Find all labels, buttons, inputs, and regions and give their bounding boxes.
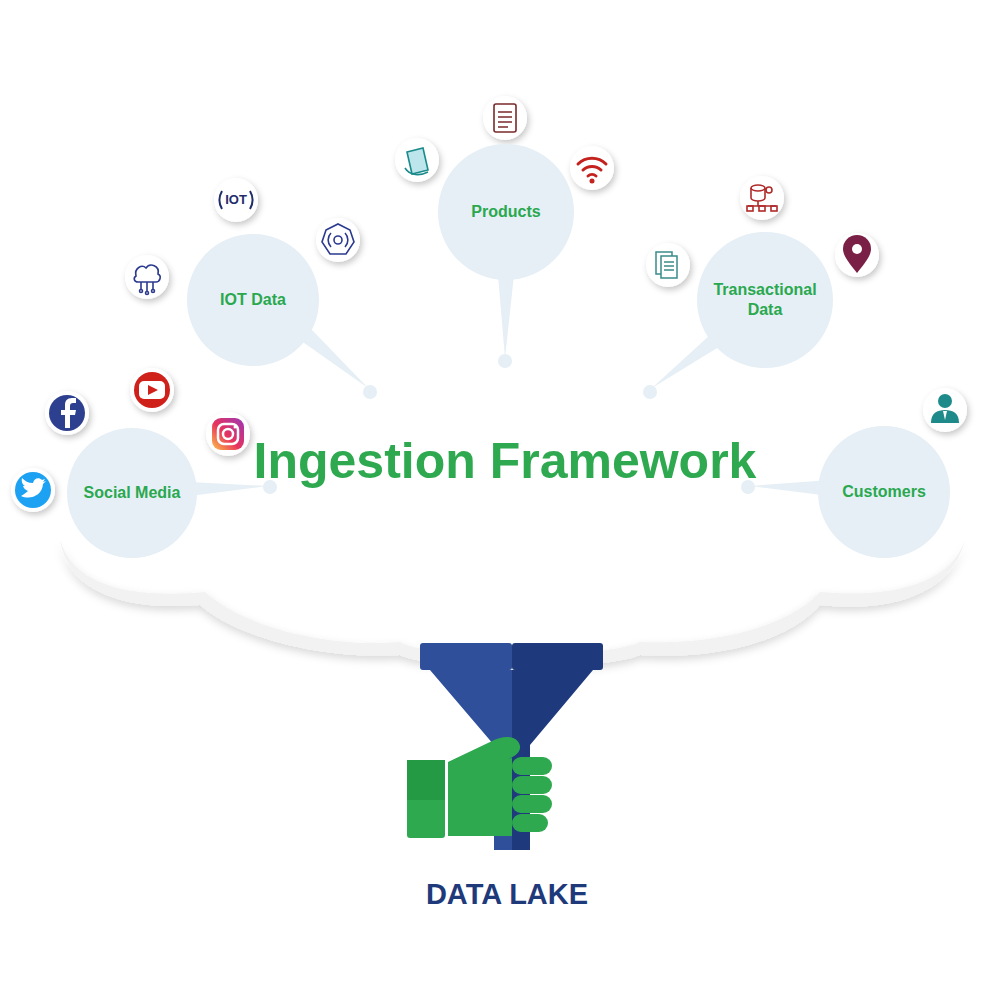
title: Ingestion Framework: [250, 428, 760, 494]
circle-shape: [697, 232, 833, 368]
node-label: IOT Data: [203, 290, 303, 310]
node-label: Products: [451, 202, 561, 222]
source-circle: IOT Data: [187, 234, 319, 366]
node-label: Social Media: [82, 483, 182, 503]
source-circle: Customers: [818, 426, 950, 558]
node-label: Customers: [829, 482, 939, 502]
source-circle: Social Media: [67, 428, 197, 558]
icon-text: IOT: [225, 193, 247, 207]
node-label: Transactional Data: [710, 280, 820, 320]
source-circle: Transactional Data: [697, 232, 833, 368]
source-circle: Products: [438, 144, 574, 280]
data-lake-label: DATA LAKE: [426, 879, 588, 911]
